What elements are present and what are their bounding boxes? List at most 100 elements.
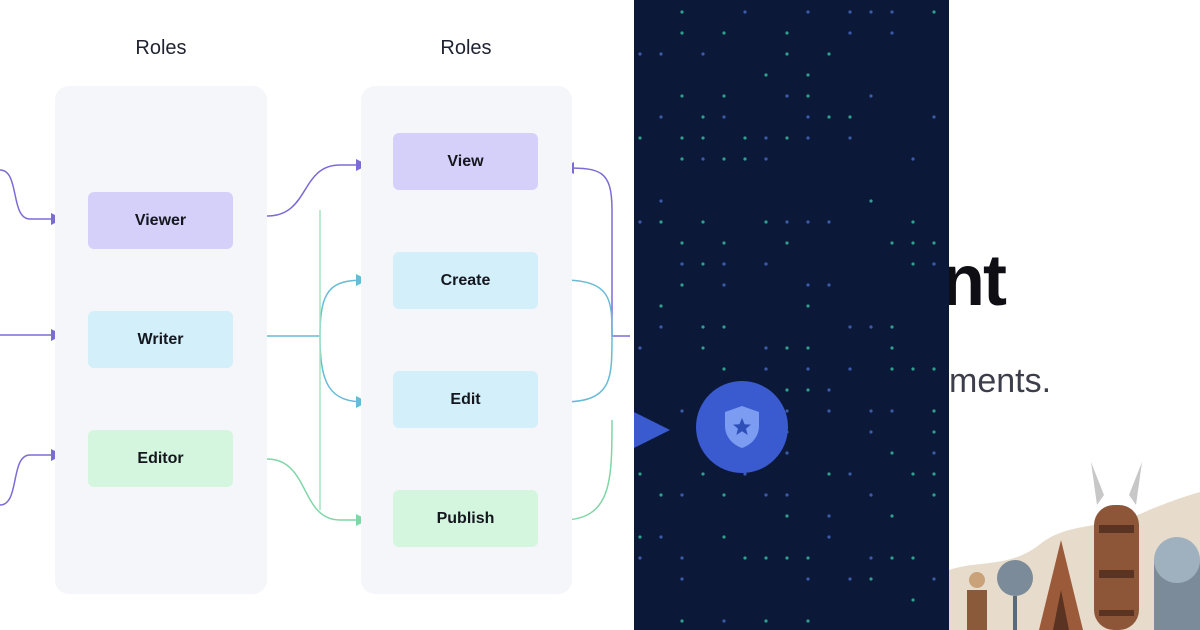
grid-dot — [827, 535, 831, 539]
grid-dot — [785, 493, 789, 497]
grid-dot — [722, 31, 726, 35]
grid-dot — [701, 52, 705, 56]
grid-dot — [764, 556, 768, 560]
grid-dot — [680, 262, 684, 266]
grid-dot — [785, 409, 789, 413]
grid-dot — [659, 493, 663, 497]
role-node-editor[interactable]: Editor — [88, 430, 233, 487]
permission-node-create[interactable]: Create — [393, 252, 538, 309]
grid-dot — [848, 115, 852, 119]
grid-dot — [869, 430, 873, 434]
role-node-writer[interactable]: Writer — [88, 311, 233, 368]
play-triangle-icon — [634, 412, 670, 448]
grid-dot — [806, 388, 810, 392]
grid-dot — [932, 10, 936, 14]
grid-dot — [806, 220, 810, 224]
grid-dot — [890, 346, 894, 350]
grid-dot — [911, 472, 915, 476]
grid-dot — [911, 598, 915, 602]
grid-dot — [680, 241, 684, 245]
grid-dot — [764, 493, 768, 497]
incoming-viewer-line — [0, 169, 63, 225]
grid-dot — [911, 241, 915, 245]
grid-dot — [659, 325, 663, 329]
shield-badge[interactable] — [696, 381, 788, 473]
grid-dot — [701, 157, 705, 161]
grid-dot — [890, 556, 894, 560]
grid-dot — [806, 346, 810, 350]
grid-dot — [806, 556, 810, 560]
grid-dot — [806, 577, 810, 581]
grid-dot — [764, 73, 768, 77]
grid-dot — [869, 493, 873, 497]
grid-dot — [743, 10, 747, 14]
grid-dot — [701, 472, 705, 476]
grid-dot — [785, 52, 789, 56]
grid-dot — [785, 388, 789, 392]
grid-dot — [722, 262, 726, 266]
grid-dot — [932, 115, 936, 119]
grid-dot — [932, 367, 936, 371]
grid-dot — [890, 367, 894, 371]
grid-dot — [806, 619, 810, 623]
grid-dot — [869, 94, 873, 98]
grid-dot — [659, 304, 663, 308]
grid-dot — [848, 325, 852, 329]
grid-dot — [869, 199, 873, 203]
right-edit-loop — [561, 335, 613, 403]
grid-dot — [722, 241, 726, 245]
grid-dot — [806, 367, 810, 371]
grid-dot — [722, 535, 726, 539]
grid-dot — [701, 136, 705, 140]
grid-dot — [785, 346, 789, 350]
grid-dot — [722, 283, 726, 287]
grid-dot — [785, 241, 789, 245]
grid-dot — [764, 136, 768, 140]
grid-dot — [869, 577, 873, 581]
viewer-to-view-line — [266, 159, 368, 217]
grid-dot — [848, 10, 852, 14]
grid-dot — [848, 577, 852, 581]
hero-headline: nt — [949, 241, 1007, 321]
grid-dot — [827, 409, 831, 413]
grid-dot — [701, 220, 705, 224]
grid-dot — [785, 220, 789, 224]
grid-dot — [638, 535, 642, 539]
grid-dot — [911, 556, 915, 560]
grid-dot — [722, 94, 726, 98]
grid-dot — [764, 262, 768, 266]
grid-dot — [785, 556, 789, 560]
connector-lines — [0, 159, 630, 526]
role-node-viewer[interactable]: Viewer — [88, 192, 233, 249]
grid-dot — [743, 472, 747, 476]
grid-dot — [638, 472, 642, 476]
grid-dot — [911, 220, 915, 224]
grid-dot — [806, 136, 810, 140]
permission-node-view[interactable]: View — [393, 133, 538, 190]
grid-dot — [827, 472, 831, 476]
permission-node-edit[interactable]: Edit — [393, 371, 538, 428]
grid-dot — [932, 241, 936, 245]
grid-dot — [785, 94, 789, 98]
grid-dot — [827, 115, 831, 119]
grid-dot — [764, 157, 768, 161]
grid-dot — [680, 94, 684, 98]
grid-dot — [680, 283, 684, 287]
grid-dot — [680, 157, 684, 161]
grid-dot — [827, 388, 831, 392]
grid-dot — [743, 157, 747, 161]
grid-dot — [722, 493, 726, 497]
grid-dot — [638, 346, 642, 350]
writer-to-edit-line — [319, 335, 368, 408]
grid-dot — [680, 409, 684, 413]
grid-dot — [869, 409, 873, 413]
grid-dot — [680, 619, 684, 623]
grid-dot — [680, 136, 684, 140]
grid-dot — [638, 52, 642, 56]
grid-dot — [806, 304, 810, 308]
grid-dot — [785, 136, 789, 140]
grid-dot — [911, 262, 915, 266]
right-view-loop — [562, 162, 630, 337]
permission-node-publish[interactable]: Publish — [393, 490, 538, 547]
grid-dot — [785, 31, 789, 35]
